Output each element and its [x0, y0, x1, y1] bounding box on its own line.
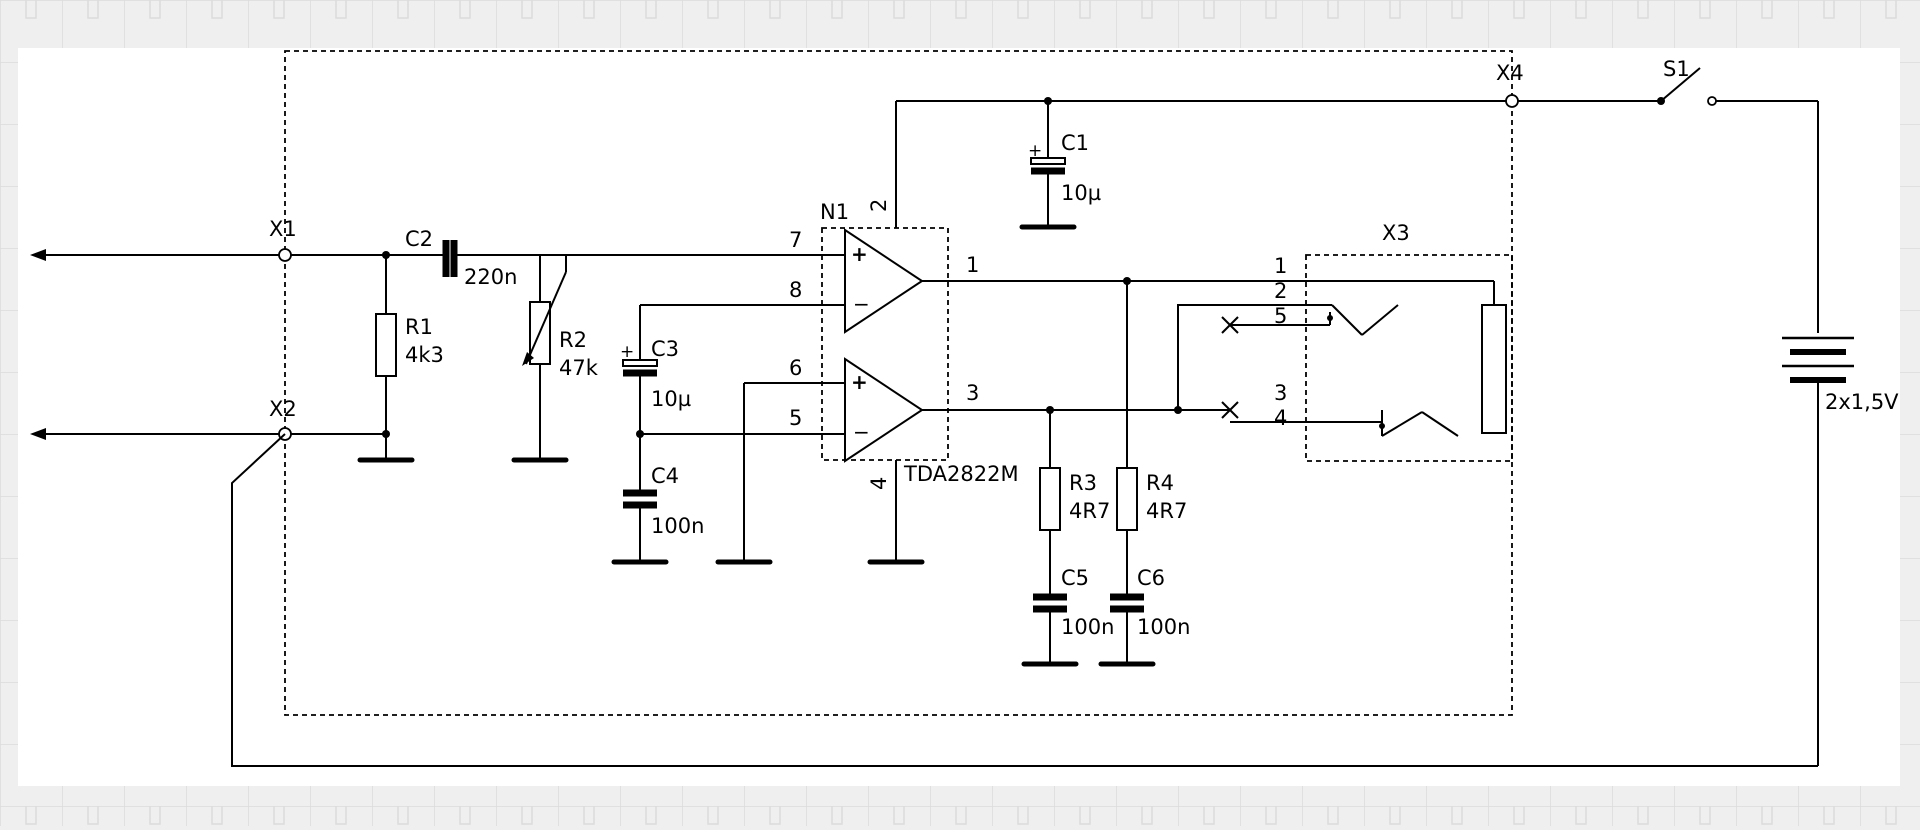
- c6-capacitor: [1098, 593, 1156, 667]
- pin6-ground: [715, 382, 845, 565]
- c2-capacitor: [442, 240, 458, 277]
- label-battery-value: 2x1,5V: [1825, 390, 1899, 414]
- schematic-sheet: [18, 48, 1900, 786]
- pin-8-label: 8: [789, 278, 802, 302]
- upper-minus-sign: −: [853, 292, 870, 316]
- x1-terminal: [278, 248, 292, 262]
- junction-dot: [382, 251, 390, 259]
- r4-resistor: [1116, 281, 1138, 597]
- label-c6: C6: [1137, 566, 1165, 590]
- input-arrows: [30, 249, 46, 440]
- jack-pin-4-label: 4: [1274, 406, 1287, 430]
- pin-7-label: 7: [789, 228, 802, 252]
- label-r1-value: 4k3: [405, 343, 444, 367]
- label-c4: C4: [651, 464, 679, 488]
- label-c2-value: 220n: [464, 265, 517, 289]
- label-c3-value: 10µ: [651, 387, 691, 411]
- label-c5: C5: [1061, 566, 1089, 590]
- upper-plus-sign: +: [851, 242, 868, 266]
- label-c1: C1: [1061, 131, 1089, 155]
- r3-resistor: [1039, 410, 1061, 597]
- c5-capacitor: [1021, 593, 1079, 667]
- x3-headphone-jack: [1177, 281, 1507, 437]
- label-x3: X3: [1382, 221, 1410, 245]
- label-r4: R4: [1146, 471, 1174, 495]
- jack-pin-5-label: 5: [1274, 304, 1287, 328]
- label-x1: X1: [269, 217, 297, 241]
- jack-pin-3-label: 3: [1274, 381, 1287, 405]
- label-c6-value: 100n: [1137, 615, 1190, 639]
- pin-6-label: 6: [789, 356, 802, 380]
- x3-outline: [1305, 254, 1513, 462]
- c1-capacitor: [1019, 101, 1077, 230]
- label-n1-part: TDA2822M: [903, 462, 1019, 486]
- battery: [1782, 101, 1854, 766]
- label-c2: C2: [405, 227, 433, 251]
- r2-potentiometer: [511, 254, 845, 463]
- label-r3: R3: [1069, 471, 1097, 495]
- pin-3-label: 3: [966, 381, 979, 405]
- jack-pin-1-label: 1: [1274, 254, 1287, 278]
- jack-pin-2-label: 2: [1274, 279, 1287, 303]
- pin-2-label: 2: [867, 199, 891, 212]
- label-n1: N1: [820, 200, 849, 224]
- pin-5-label: 5: [789, 406, 802, 430]
- pin-4-label: 4: [867, 477, 891, 490]
- label-c5-value: 100n: [1061, 615, 1114, 639]
- label-r1: R1: [405, 315, 433, 339]
- label-c3: C3: [651, 337, 679, 361]
- label-r3-value: 4R7: [1069, 499, 1110, 523]
- junction-dot: [382, 430, 390, 438]
- n1-outline: [821, 227, 949, 461]
- input-wires: [44, 254, 566, 435]
- label-c4-value: 100n: [651, 514, 704, 538]
- label-r2: R2: [559, 328, 587, 352]
- label-x2: X2: [269, 397, 297, 421]
- lower-plus-sign: +: [851, 370, 868, 394]
- pin-1-label: 1: [966, 253, 979, 277]
- n1-upper-amplifier: [844, 228, 924, 334]
- label-c1-value: 10µ: [1061, 181, 1101, 205]
- label-r4-value: 4R7: [1146, 499, 1187, 523]
- s1-switch: [1657, 67, 1818, 106]
- label-x4: X4: [1496, 61, 1524, 85]
- junction-dot: [636, 430, 644, 438]
- c3-polarity-plus: +: [620, 342, 634, 362]
- label-s1: S1: [1663, 57, 1690, 81]
- c1-polarity-plus: +: [1028, 141, 1042, 161]
- pin4-ground: [867, 460, 925, 565]
- label-r2-value: 47k: [559, 356, 599, 380]
- x4-terminal: [1505, 94, 1519, 108]
- n1-lower-amplifier: [844, 357, 924, 463]
- r1-resistor: [357, 255, 415, 463]
- lower-minus-sign: −: [853, 420, 870, 444]
- return-wire: [231, 433, 1818, 767]
- c4-capacitor: [611, 489, 669, 565]
